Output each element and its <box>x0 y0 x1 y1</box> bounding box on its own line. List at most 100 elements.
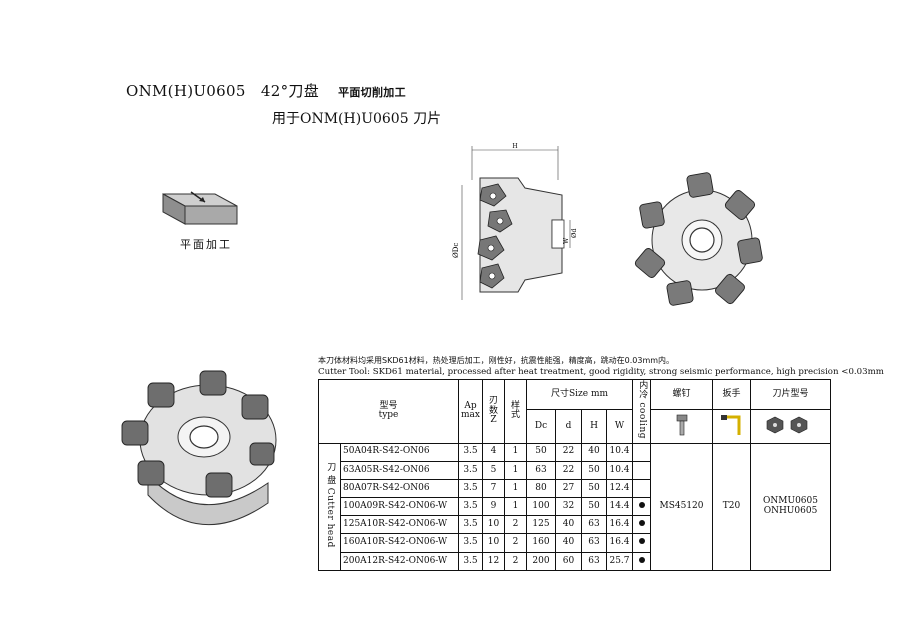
row-d: 27 <box>555 478 582 499</box>
screw-icon <box>676 414 687 436</box>
header-screw: 螺钉 <box>650 378 713 411</box>
row-z: 7 <box>482 478 505 499</box>
row-h: 50 <box>581 460 607 480</box>
row-style: 2 <box>504 515 527 535</box>
row-d: 32 <box>555 497 582 517</box>
row-ap: 3.5 <box>458 442 483 462</box>
row-w: 10.4 <box>606 442 633 462</box>
row-type: 63A05R-S42-ON06 <box>340 460 459 480</box>
row-z: 10 <box>482 515 505 535</box>
row-ap: 3.5 <box>458 551 483 571</box>
row-z: 5 <box>482 460 505 480</box>
row-cooling <box>632 478 651 499</box>
row-cooling <box>632 533 651 553</box>
title-process: 平面切削加工 <box>338 86 406 99</box>
row-type: 200A12R-S42-ON06-W <box>340 551 459 571</box>
row-cooling <box>632 460 651 480</box>
cutter-head-side-label: 刀 盘 Cutter head <box>318 442 341 571</box>
row-cooling <box>632 442 651 462</box>
page-title: ONM(H)U0605 42°刀盘 平面切削加工 <box>126 80 406 101</box>
row-h: 50 <box>581 478 607 499</box>
screw-icon-cell <box>650 409 713 444</box>
header-h: H <box>581 409 607 444</box>
row-style: 1 <box>504 442 527 462</box>
header-wrench: 扳手 <box>712 378 751 411</box>
title-angle-cutter: 42°刀盘 <box>260 82 319 100</box>
dim-dc-label: ØDc <box>452 243 460 258</box>
row-type: 80A07R-S42-ON06 <box>340 478 459 499</box>
header-dc: Dc <box>526 409 556 444</box>
dim-d-label: Ød <box>570 229 578 239</box>
row-dc: 160 <box>526 533 556 553</box>
screw-value: MS45120 <box>650 442 713 571</box>
row-style: 2 <box>504 551 527 571</box>
row-w: 25.7 <box>606 551 633 571</box>
row-dc: 200 <box>526 551 556 571</box>
wrench-icon <box>720 414 740 435</box>
row-type: 125A10R-S42-ON06-W <box>340 515 459 535</box>
row-dc: 80 <box>526 478 556 499</box>
row-w: 16.4 <box>606 515 633 535</box>
wrench-icon-cell <box>712 409 751 444</box>
wrench-value: T20 <box>712 442 751 571</box>
row-style: 1 <box>504 460 527 480</box>
row-d: 40 <box>555 533 582 553</box>
row-h: 63 <box>581 533 607 553</box>
header-style: 样式 <box>504 379 527 444</box>
cooling-dot-icon <box>638 556 645 563</box>
flat-machining-label: 平面加工 <box>180 238 232 251</box>
row-style: 1 <box>504 497 527 517</box>
row-w: 16.4 <box>606 533 633 553</box>
row-type: 100A09R-S42-ON06-W <box>340 497 459 517</box>
side-view-drawing: H ØDc Ød W <box>452 143 578 300</box>
insert-icon-cell <box>750 409 831 444</box>
row-d: 40 <box>555 515 582 535</box>
row-cooling <box>632 497 651 517</box>
row-d: 60 <box>555 551 582 571</box>
row-ap: 3.5 <box>458 515 483 535</box>
flat-machining-illustration <box>162 191 238 225</box>
row-ap: 3.5 <box>458 497 483 517</box>
row-ap: 3.5 <box>458 478 483 499</box>
row-d: 22 <box>555 442 582 462</box>
header-insert: 刀片型号 <box>750 378 831 411</box>
row-w: 10.4 <box>606 460 633 480</box>
row-z: 10 <box>482 533 505 553</box>
row-type: 160A10R-S42-ON06-W <box>340 533 459 553</box>
row-cooling <box>632 551 651 571</box>
row-style: 2 <box>504 533 527 553</box>
header-w: W <box>606 409 633 444</box>
page-subtitle: 用于ONM(H)U0605 刀片 <box>272 111 442 127</box>
row-type: 50A04R-S42-ON06 <box>340 442 459 462</box>
row-ap: 3.5 <box>458 460 483 480</box>
title-model: ONM(H)U0605 <box>126 82 246 100</box>
header-d: d <box>555 409 582 444</box>
material-note-en: Cutter Tool: SKD61 material, processed a… <box>318 367 884 377</box>
material-note-cn: 本刀体材料均采用SKD61材料，热处理后加工，刚性好，抗震性能强，精度高，跳动在… <box>318 356 675 365</box>
cooling-dot-icon <box>638 501 645 508</box>
dim-w-label: W <box>563 237 570 244</box>
cooling-dot-icon <box>638 520 645 527</box>
row-z: 12 <box>482 551 505 571</box>
header-cooling: 内冷 cooling <box>632 379 651 444</box>
row-z: 4 <box>482 442 505 462</box>
row-w: 14.4 <box>606 497 633 517</box>
cutter-head-3d-illustration <box>121 370 277 526</box>
front-view-drawing <box>634 172 763 306</box>
insert-icon <box>766 416 807 434</box>
dim-h-label: H <box>512 143 517 150</box>
cooling-dot-icon <box>638 538 645 545</box>
row-dc: 50 <box>526 442 556 462</box>
row-h: 40 <box>581 442 607 462</box>
row-ap: 3.5 <box>458 533 483 553</box>
row-z: 9 <box>482 497 505 517</box>
row-d: 22 <box>555 460 582 480</box>
row-h: 63 <box>581 551 607 571</box>
row-dc: 100 <box>526 497 556 517</box>
row-h: 63 <box>581 515 607 535</box>
